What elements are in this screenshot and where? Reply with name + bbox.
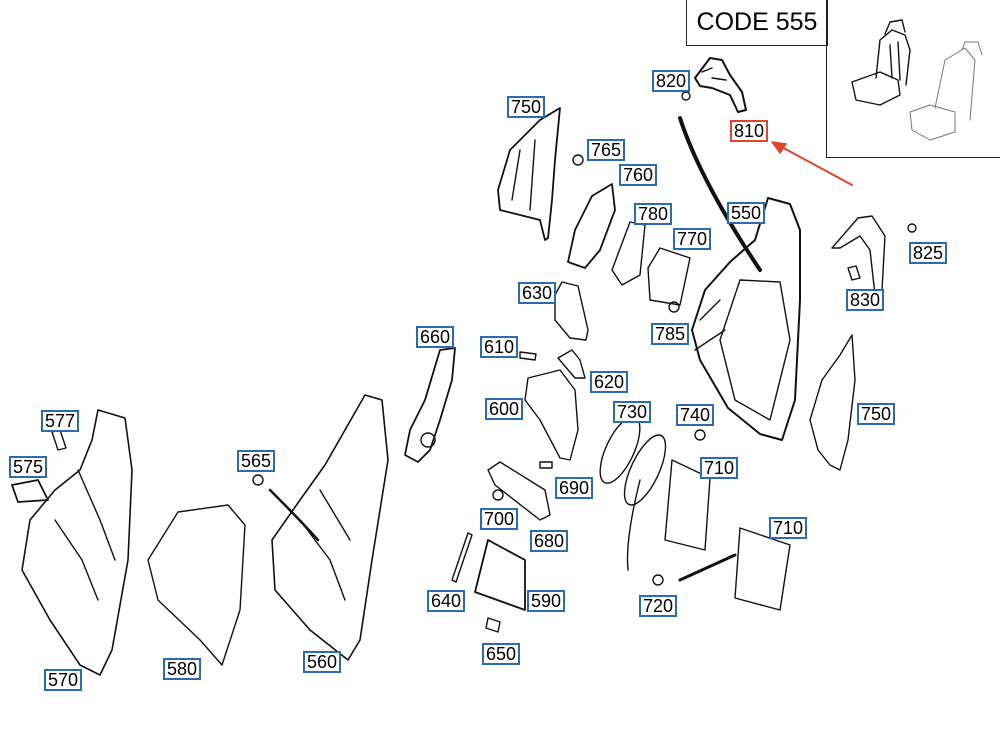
callout-720[interactable]: 720: [639, 595, 678, 617]
part-550-seat-frame: [691, 197, 801, 441]
callout-590[interactable]: 590: [527, 590, 566, 612]
callout-830[interactable]: 830: [846, 289, 885, 311]
part-610: [519, 351, 537, 361]
part-690: [539, 461, 553, 469]
part-710-upper: [664, 459, 711, 551]
callout-650[interactable]: 650: [482, 643, 521, 665]
callout-565[interactable]: 565: [237, 450, 276, 472]
callout-750-upper[interactable]: 750: [507, 96, 546, 118]
part-560-backrest: [271, 394, 389, 661]
part-765-clip: [572, 154, 584, 166]
callout-690[interactable]: 690: [555, 477, 594, 499]
part-565-clip: [252, 474, 264, 486]
callout-550[interactable]: 550: [727, 202, 766, 224]
part-575-switch: [11, 479, 49, 503]
part-600: [524, 369, 579, 461]
highlight-arrow: [771, 141, 853, 186]
part-750-upper-trim: [497, 107, 561, 241]
part-810-bracket: [678, 57, 762, 272]
part-660: [404, 347, 456, 463]
part-830-label: [847, 265, 861, 281]
callout-825[interactable]: 825: [909, 242, 948, 264]
callout-760[interactable]: 760: [619, 164, 658, 186]
callout-680[interactable]: 680: [530, 530, 569, 552]
callout-640[interactable]: 640: [427, 590, 466, 612]
part-760: [567, 183, 616, 269]
callout-600[interactable]: 600: [485, 398, 524, 420]
callout-765[interactable]: 765: [587, 139, 626, 161]
part-710-lower: [734, 527, 791, 611]
callout-780[interactable]: 780: [634, 203, 673, 225]
part-640: [451, 532, 473, 583]
part-570-backrest-cover: [21, 409, 133, 676]
callout-770[interactable]: 770: [673, 228, 712, 250]
callout-750-lower[interactable]: 750: [857, 403, 896, 425]
callout-740[interactable]: 740: [676, 404, 715, 426]
callout-785[interactable]: 785: [651, 323, 690, 345]
inset-panel: [826, 0, 1000, 158]
part-750-lower-trim: [809, 334, 856, 471]
part-650: [485, 617, 501, 633]
part-577-label: [51, 429, 67, 451]
part-630: [554, 281, 589, 341]
part-825-clip: [907, 223, 917, 233]
callout-575[interactable]: 575: [9, 456, 48, 478]
part-785-nut: [668, 301, 680, 313]
part-590: [474, 539, 526, 611]
part-700-screw: [492, 489, 504, 501]
inset-seat-illustration: [851, 19, 983, 141]
part-740-nut: [694, 429, 706, 441]
callout-730[interactable]: 730: [613, 401, 652, 423]
callout-710-upper[interactable]: 710: [700, 457, 739, 479]
callout-820[interactable]: 820: [652, 70, 691, 92]
callout-610[interactable]: 610: [480, 336, 519, 358]
part-620: [557, 349, 586, 379]
part-660-pivot: [420, 432, 436, 448]
part-680: [487, 461, 551, 521]
callout-660[interactable]: 660: [416, 326, 455, 348]
part-780: [611, 221, 646, 286]
part-770: [647, 247, 691, 306]
callout-630[interactable]: 630: [518, 282, 557, 304]
callout-700[interactable]: 700: [480, 508, 519, 530]
callout-560[interactable]: 560: [303, 651, 342, 673]
callout-570[interactable]: 570: [44, 669, 83, 691]
callout-710-lower[interactable]: 710: [769, 517, 808, 539]
callout-577[interactable]: 577: [41, 410, 80, 432]
part-720-plug: [652, 574, 664, 586]
part-830-cover: [831, 215, 886, 296]
part-580-backrest-foam: [147, 504, 246, 666]
part-730-pad: [623, 434, 667, 506]
callout-620[interactable]: 620: [590, 371, 629, 393]
code-label: CODE 555: [686, 0, 828, 46]
callout-580[interactable]: 580: [163, 658, 202, 680]
callout-810-highlighted[interactable]: 810: [730, 120, 769, 142]
